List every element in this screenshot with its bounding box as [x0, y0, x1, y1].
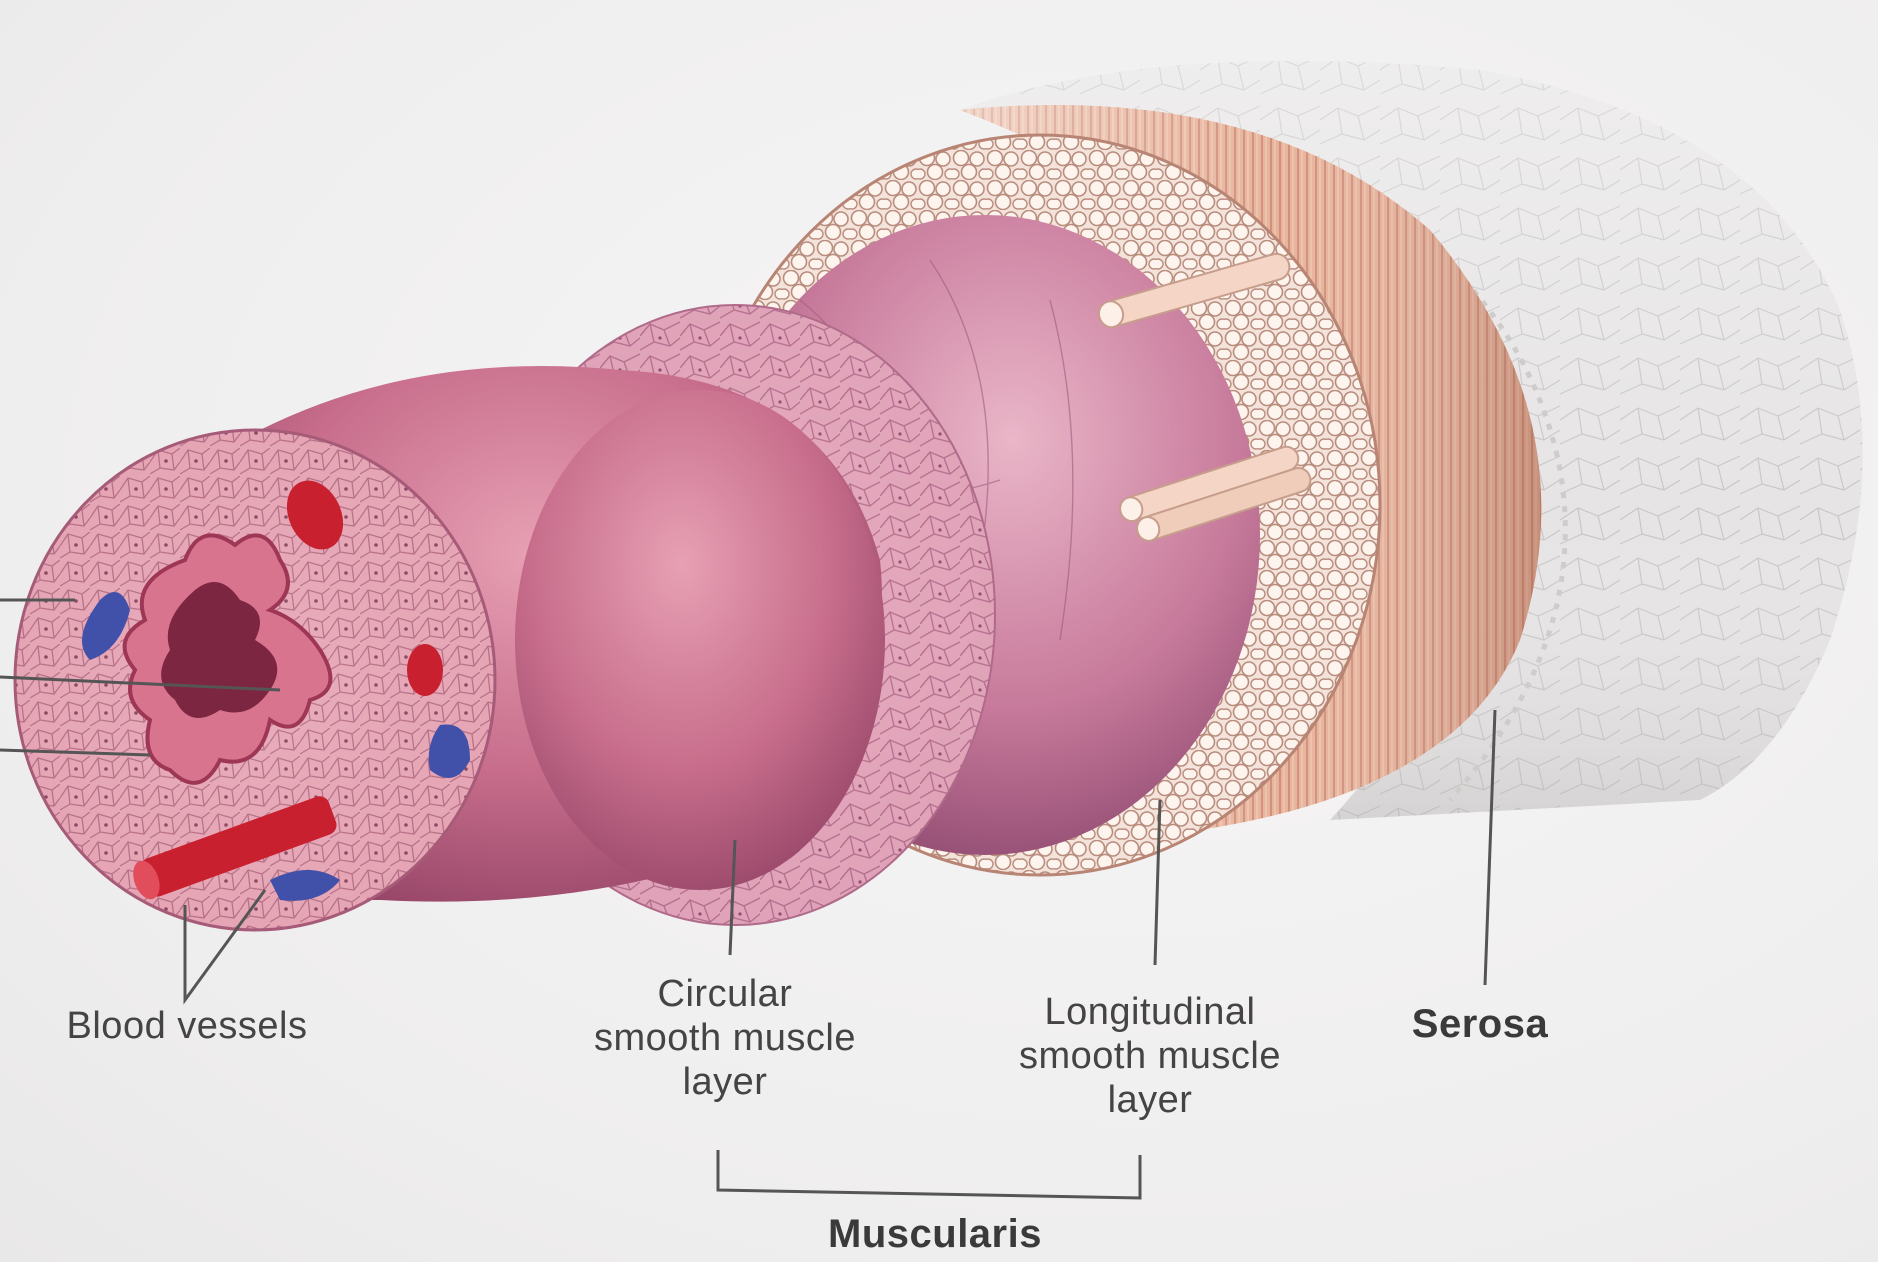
- label-serosa: Serosa: [1385, 1002, 1575, 1046]
- label-circular-muscle: Circular smooth muscle layer: [540, 972, 910, 1104]
- label-muscularis: Muscularis: [770, 1212, 1100, 1256]
- label-longitudinal-muscle: Longitudinal smooth muscle layer: [970, 990, 1330, 1122]
- label-blood-vessels: Blood vessels: [22, 1004, 352, 1048]
